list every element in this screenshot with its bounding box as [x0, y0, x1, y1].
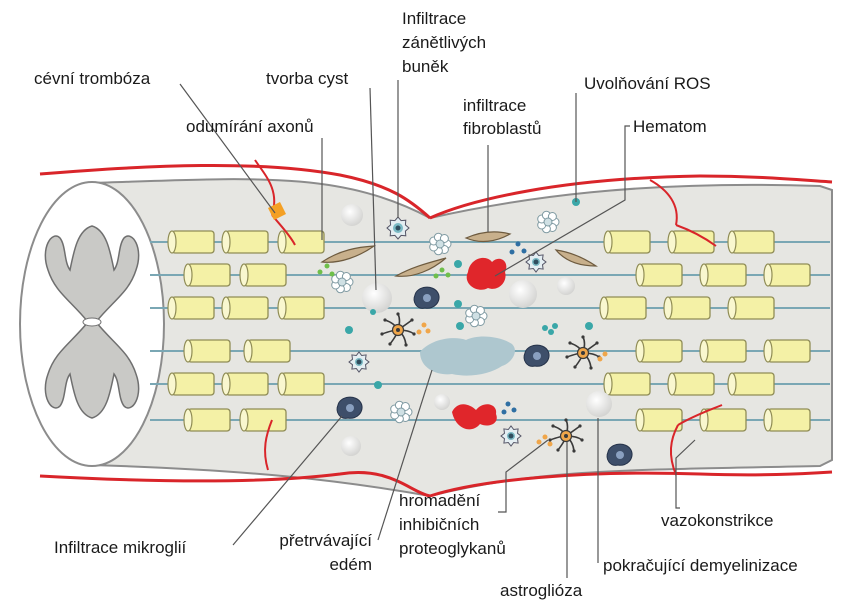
myelin-segment	[240, 264, 286, 286]
myelin-segment	[636, 340, 682, 362]
ros-dot	[440, 268, 445, 273]
ros-dot	[426, 329, 431, 334]
ros-dot	[502, 410, 507, 415]
myelin-segment	[240, 409, 286, 431]
myelin-segment	[184, 264, 230, 286]
label-proteoglycan-accumulation: hromadění inhibičních proteoglykanů	[399, 491, 506, 559]
label-line: přetrvávající	[248, 531, 372, 551]
myelin-segment	[764, 264, 810, 286]
myelin-segment	[184, 409, 230, 431]
ros-dot	[537, 440, 542, 445]
ros-dot	[506, 402, 511, 407]
inflammatory-cell	[526, 252, 546, 272]
ros-dot	[345, 326, 353, 334]
myelin-segment	[764, 409, 810, 431]
ros-dot	[422, 323, 427, 328]
label-line: zánětlivých	[402, 33, 486, 53]
ros-dot	[325, 264, 330, 269]
label-line: fibroblastů	[463, 119, 541, 139]
ros-dot	[548, 442, 553, 447]
ros-dot	[598, 357, 603, 362]
label-vascular-thrombosis: cévní trombóza	[34, 69, 150, 89]
label-line: Infiltrace	[402, 9, 486, 29]
label-vasoconstriction: vazokonstrikce	[661, 511, 773, 531]
myelin-segment	[222, 297, 268, 319]
myelin-segment	[222, 373, 268, 395]
microglia-cell	[524, 345, 549, 366]
label-line: proteoglykanů	[399, 539, 506, 559]
myelin-segment	[604, 373, 650, 395]
myelin-segment	[764, 340, 810, 362]
central-canal	[83, 318, 101, 326]
myelin-segment	[700, 409, 746, 431]
ros-dot	[585, 322, 593, 330]
myelin-segment	[278, 297, 324, 319]
label-microglia-infiltration: Infiltrace mikroglií	[54, 538, 186, 558]
myelin-segment	[668, 231, 714, 253]
ros-dot	[552, 323, 558, 329]
ros-dot	[456, 322, 464, 330]
inflammatory-cell	[501, 426, 521, 446]
ros-dot	[434, 274, 439, 279]
label-hematoma: Hematom	[633, 117, 707, 137]
myelin-segment	[278, 231, 324, 253]
microglia-cell	[607, 444, 632, 465]
label-ros-release: Uvolňování ROS	[584, 74, 711, 94]
ros-dot	[522, 249, 527, 254]
label-persistent-edema: přetrvávající edém	[248, 531, 372, 575]
myelin-segment	[222, 231, 268, 253]
label-axon-dieback: odumírání axonů	[186, 117, 314, 137]
myelin-segment	[168, 373, 214, 395]
myelin-segment	[728, 231, 774, 253]
myelin-segment	[244, 340, 290, 362]
ros-dot	[446, 273, 451, 278]
ros-dot	[318, 270, 323, 275]
myelin-segment	[278, 373, 324, 395]
ros-dot	[330, 272, 335, 277]
inflammatory-cell	[349, 352, 369, 372]
ros-dot	[543, 435, 548, 440]
spinal-cord-body	[92, 179, 832, 496]
ros-dot	[542, 325, 548, 331]
myelin-segment	[636, 264, 682, 286]
myelin-segment	[728, 373, 774, 395]
myelin-segment	[700, 264, 746, 286]
ros-dot	[370, 309, 376, 315]
microglia-cell	[337, 397, 362, 418]
label-ongoing-demyelination: pokračující demyelinizace	[603, 556, 798, 576]
ros-dot	[374, 381, 382, 389]
label-astrogliosis: astroglióza	[500, 581, 582, 601]
ros-dot	[454, 260, 462, 268]
myelin-segment	[604, 231, 650, 253]
myelin-segment	[636, 409, 682, 431]
ros-dot	[454, 300, 462, 308]
ros-dot	[510, 250, 515, 255]
inflammatory-cell	[387, 217, 409, 239]
myelin-segment	[168, 297, 214, 319]
myelin-segment	[664, 297, 710, 319]
label-fibroblast-infiltration: infiltrace fibroblastů	[463, 96, 541, 139]
myelin-segment	[184, 340, 230, 362]
label-inflammatory-cell-infiltration: Infiltrace zánětlivých buněk	[402, 9, 486, 77]
myelin-segment	[600, 297, 646, 319]
ros-dot	[512, 408, 517, 413]
label-line: hromadění	[399, 491, 506, 511]
ros-dot	[603, 352, 608, 357]
hematoma-upper	[467, 258, 507, 290]
myelin-segment	[728, 297, 774, 319]
ros-dot	[516, 242, 521, 247]
ros-dot	[548, 329, 554, 335]
label-line: edém	[248, 555, 372, 575]
label-line: inhibičních	[399, 515, 506, 535]
label-cyst-formation: tvorba cyst	[266, 69, 348, 89]
microglia-cell	[414, 287, 439, 308]
myelin-segment	[668, 373, 714, 395]
label-line: buněk	[402, 57, 486, 77]
myelin-segment	[700, 340, 746, 362]
label-line: infiltrace	[463, 96, 541, 116]
myelin-segment	[168, 231, 214, 253]
ros-dot	[417, 330, 422, 335]
